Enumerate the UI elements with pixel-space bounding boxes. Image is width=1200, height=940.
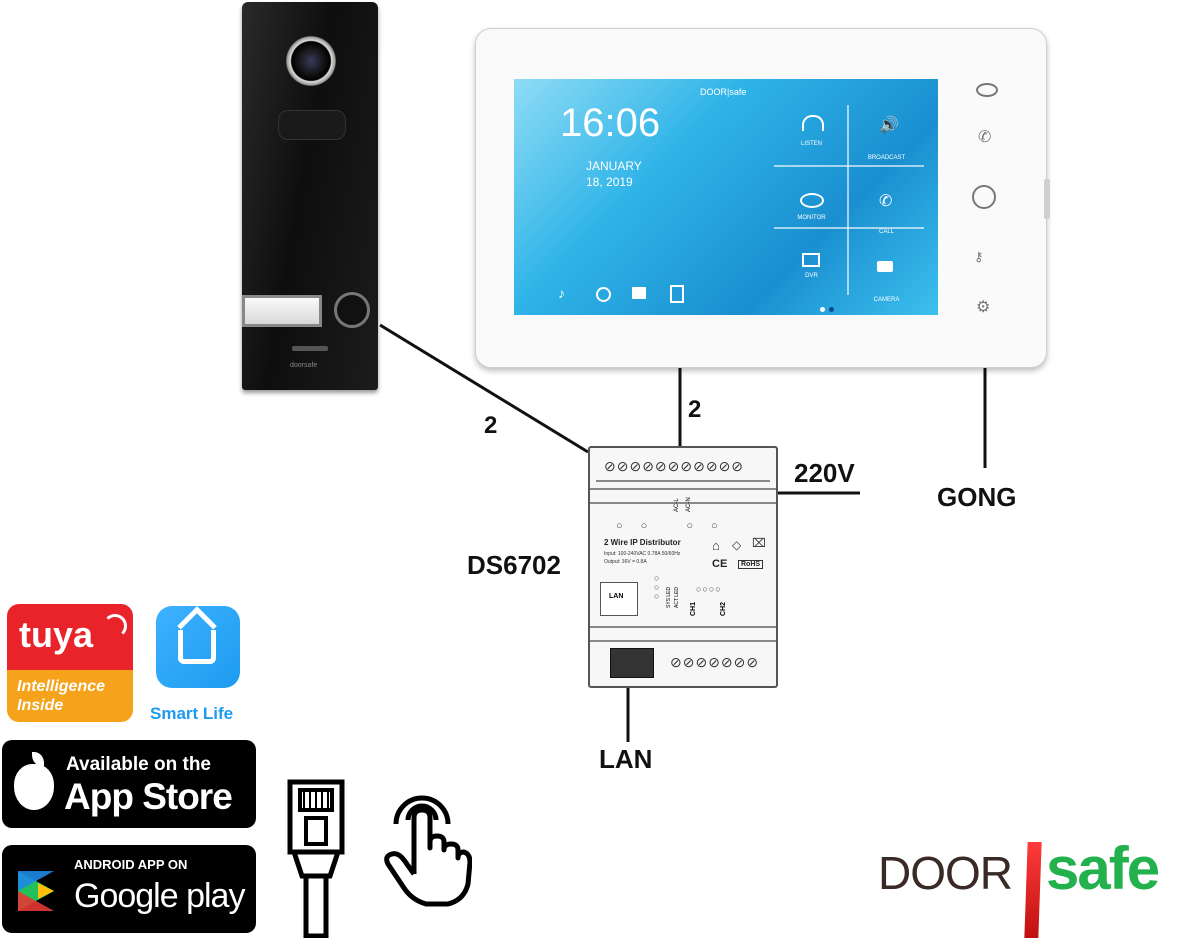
tuya-badge: tuya Intelligence Inside	[7, 604, 133, 722]
screen-logo-door: DOOR	[700, 87, 727, 97]
tuya-top: tuya	[7, 604, 133, 670]
google-play-big: Google play	[74, 877, 245, 915]
call-button	[334, 292, 370, 328]
doorbell-wire-count: 2	[484, 412, 498, 439]
camera-lens	[286, 36, 336, 86]
list-icon	[670, 285, 684, 303]
ac-n-label: AC-N	[686, 497, 692, 512]
app-store-small: Available on the	[66, 754, 211, 775]
tile-broadcast: 🔊 BROADCAST	[867, 117, 906, 161]
bottom-terminal-block: ⊘⊘⊘⊘⊘⊘⊘	[670, 654, 760, 670]
tuya-tagline-2: Inside	[17, 697, 64, 714]
tuya-wordmark: tuya	[19, 614, 94, 655]
rj45-port	[610, 648, 654, 678]
apple-icon	[14, 764, 54, 810]
monitor-side-button	[1044, 179, 1050, 219]
app-store-big: App Store	[64, 776, 233, 817]
monitor-eye-icon	[976, 83, 998, 97]
logo-safe: safe	[1046, 835, 1160, 902]
ip-distributor: ⊘⊘⊘⊘⊘⊘⊘⊘⊘⊘⊘ AC-L AC-N ○○ ○○ 2 Wire IP Di…	[588, 446, 778, 688]
tuya-bottom: Intelligence Inside	[7, 670, 133, 722]
top-terminal-block: ⊘⊘⊘⊘⊘⊘⊘⊘⊘⊘⊘	[596, 452, 770, 482]
lan-port-label: LAN	[609, 593, 624, 600]
logo-bar	[1024, 842, 1042, 938]
house-icon: ⌂	[712, 538, 720, 553]
ir-sensor-strip	[278, 110, 346, 140]
smart-life-badge	[156, 606, 240, 688]
lan-label: LAN	[599, 744, 653, 774]
speaker-grille	[292, 346, 328, 351]
status-leds: ○○○	[654, 573, 660, 601]
page-dots	[820, 299, 836, 312]
power-label: 220V	[794, 458, 855, 488]
screen-tile-grid: LISTEN 🔊 BROADCAST MONITOR ✆ CALL DVR CA…	[774, 105, 924, 303]
screen-logo-safe: safe	[729, 87, 747, 97]
monitor-settings-icon: ⚙	[976, 299, 991, 316]
tile-listen: LISTEN	[774, 105, 849, 165]
monitor-home-icon	[972, 185, 996, 209]
monitor-key-icon: ⚷	[974, 249, 984, 264]
screen-month: JANUARY	[586, 159, 642, 173]
ch-leds: ○○○○	[696, 584, 722, 594]
speaker-icon: 🔊	[879, 117, 899, 134]
touch-hand-icon	[384, 795, 472, 907]
doorbell-wire	[379, 323, 589, 454]
app-store-badge[interactable]: Available on the App Store	[2, 740, 256, 828]
headphones-icon	[802, 115, 824, 131]
ce-mark: CE	[712, 558, 728, 570]
home-icon	[178, 630, 216, 664]
diamond-icon: ◇	[732, 538, 742, 552]
name-plate	[242, 295, 322, 327]
doorsafe-logo: DOOR safe	[878, 835, 1198, 938]
lan-port-label-box: LAN	[600, 582, 638, 616]
tile-camera: CAMERA	[849, 229, 924, 303]
indoor-monitor: DOOR|safe 16:06 JANUARY 18, 2019 LISTEN …	[475, 28, 1050, 368]
gong-label: GONG	[937, 482, 1017, 512]
wifi-icon	[103, 614, 127, 638]
tuya-tagline-1: Intelligence	[17, 678, 106, 695]
smart-life-label: Smart Life	[150, 704, 234, 723]
tile-dvr: DVR	[774, 229, 849, 289]
door-station-brand: doorsafe	[290, 362, 318, 369]
output-spec: Output: 36V = 0.8A	[604, 559, 647, 565]
rohs-mark: RoHS	[738, 560, 764, 569]
monitor-screen: DOOR|safe 16:06 JANUARY 18, 2019 LISTEN …	[514, 79, 938, 315]
distributor-model-label: DS6702	[467, 550, 561, 580]
monitor-phone-icon: ✆	[978, 129, 992, 146]
shirt-icon	[632, 287, 646, 299]
screen-time: 16:06	[560, 101, 661, 145]
ch1-label: CH1	[690, 601, 697, 616]
bell-icon: ♪	[558, 285, 565, 301]
monitor-wire-count: 2	[688, 396, 702, 423]
ac-l-label: AC-L	[674, 498, 680, 512]
distributor-title: 2 Wire IP Distributor	[604, 538, 681, 547]
ch2-label: CH2	[720, 601, 727, 616]
google-play-small: ANDROID APP ON	[74, 857, 188, 872]
camera-icon	[877, 261, 893, 272]
tile-call: ✆ CALL	[878, 193, 894, 235]
logo-door: DOOR	[878, 847, 1013, 899]
ethernet-cable-icon	[287, 779, 345, 938]
eye-icon	[800, 193, 824, 208]
weee-bin-icon: ⌧	[752, 536, 766, 550]
phone-icon: ✆	[879, 193, 893, 210]
door-station: doorsafe	[242, 2, 378, 390]
google-play-badge[interactable]: ANDROID APP ON Google play	[2, 845, 256, 933]
alarm-icon	[596, 287, 611, 302]
act-led-label: ACT LED	[674, 586, 680, 608]
tile-monitor: MONITOR	[774, 167, 849, 227]
video-icon	[802, 253, 820, 267]
screen-date: 18, 2019	[586, 175, 633, 189]
led-row: ○○ ○○	[616, 520, 736, 532]
input-spec: Input: 100-240VAC 0.78A 50/60Hz	[604, 551, 681, 557]
sys-led-label: SYS LED	[666, 586, 672, 608]
